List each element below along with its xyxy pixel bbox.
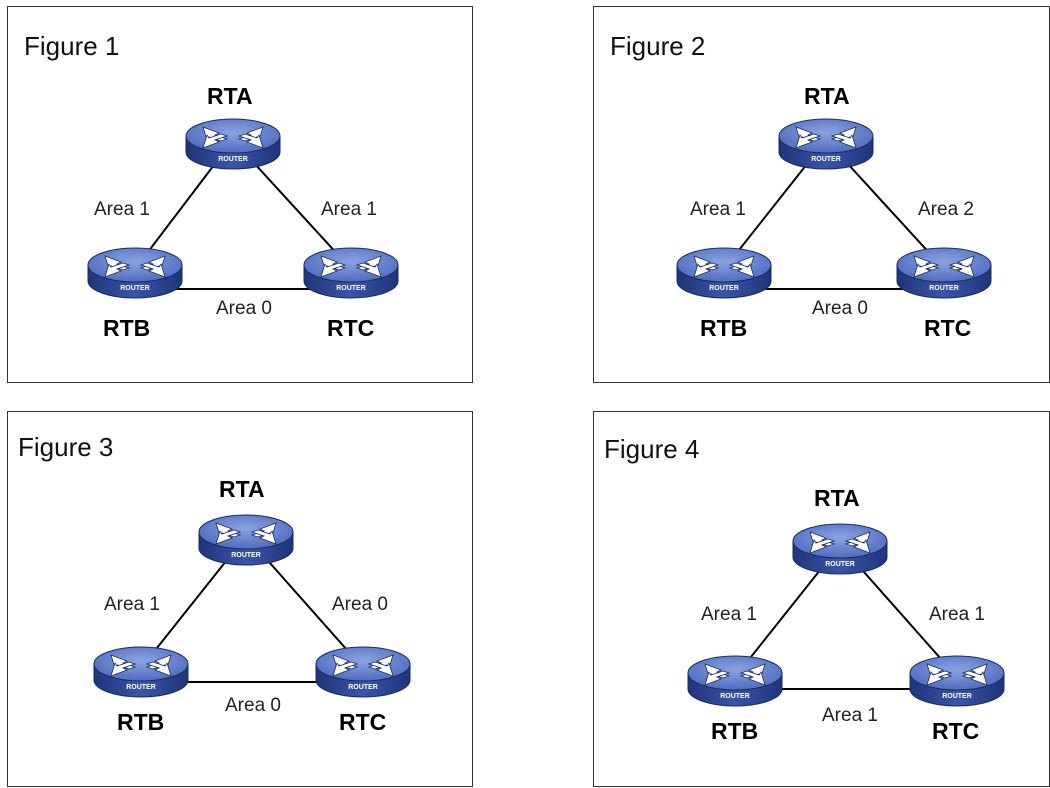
router-icon [687, 655, 783, 707]
area-label-rta-rtc: Area 1 [928, 604, 986, 626]
router-label-rta: RTA [207, 83, 253, 109]
router-label-rtc: RTC [932, 718, 980, 744]
area-label-rta-rtb: Area 1 [103, 594, 161, 616]
area-label-rta-rtb: Area 1 [700, 604, 758, 626]
area-label-rta-rtc: Area 1 [320, 199, 378, 221]
router-label-rtc: RTC [924, 315, 972, 341]
router-icon [909, 655, 1005, 707]
router-icon [303, 247, 399, 299]
area-label-rtb-rtc: Area 0 [811, 298, 869, 320]
figure-3-diagram [93, 514, 411, 698]
figure-3-panel: Figure 3 RTA RTB RTC Area 1 Area 0 Area … [7, 411, 473, 787]
router-label-rta: RTA [814, 485, 860, 511]
area-label-rtb-rtc: Area 0 [215, 298, 273, 320]
area-label-rta-rtb: Area 1 [689, 199, 747, 221]
figure-1-diagram [87, 118, 399, 299]
router-label-rtb: RTB [117, 709, 165, 735]
area-label-rta-rtb: Area 1 [93, 199, 151, 221]
router-label-rtc: RTC [339, 709, 387, 735]
router-label-rta: RTA [804, 83, 850, 109]
area-label-rta-rtc: Area 0 [331, 594, 389, 616]
router-icon [792, 523, 888, 575]
figure-4-diagram [687, 523, 1005, 707]
router-icon [93, 646, 189, 698]
router-label-rta: RTA [219, 476, 265, 502]
area-label-rtb-rtc: Area 0 [224, 695, 282, 717]
figure-title: Figure 3 [18, 432, 114, 462]
figure-4-panel: Figure 4 RTA RTB RTC Area 1 Area 1 Area … [593, 411, 1050, 787]
router-label-rtb: RTB [700, 315, 748, 341]
figure-title: Figure 1 [24, 31, 120, 61]
figure-title: Figure 2 [610, 31, 706, 61]
router-icon [87, 247, 183, 299]
figure-1-panel: Figure 1 RTA RTB RTC Area 1 Area 1 Area … [7, 6, 473, 383]
router-icon [676, 247, 772, 299]
router-label-rtb: RTB [103, 315, 151, 341]
router-icon [315, 646, 411, 698]
router-icon [778, 118, 874, 170]
figure-2-panel: Figure 2 RTA RTB RTC Area 1 Area 2 Area … [593, 6, 1050, 383]
router-label-rtb: RTB [711, 718, 759, 744]
area-label-rtb-rtc: Area 1 [821, 705, 879, 727]
router-icon [896, 247, 992, 299]
router-label-rtc: RTC [327, 315, 375, 341]
router-icon [185, 118, 281, 170]
router-icon [198, 514, 294, 566]
area-label-rta-rtc: Area 2 [917, 199, 975, 221]
figure-title: Figure 4 [604, 434, 700, 464]
figure-2-diagram [676, 118, 992, 299]
